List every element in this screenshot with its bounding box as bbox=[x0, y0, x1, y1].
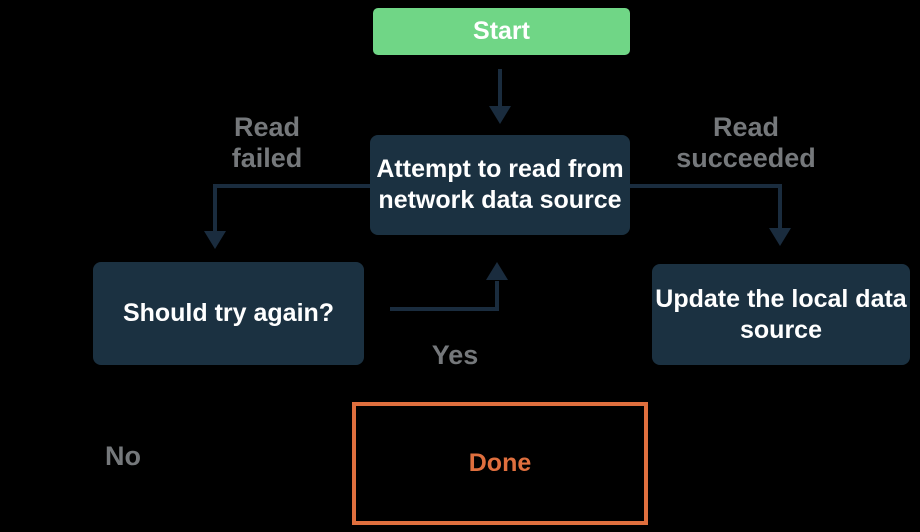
edge-label-no: No bbox=[105, 441, 141, 471]
node-done-label: Done bbox=[468, 449, 532, 477]
arrow-attempt-to-update-head bbox=[769, 228, 791, 246]
edge-label-read-failed: Read failed bbox=[187, 112, 347, 174]
arrow-attempt-to-should-head bbox=[204, 231, 226, 249]
node-update-local-data: Update the local data source bbox=[652, 264, 910, 365]
node-done: Done bbox=[352, 402, 648, 525]
node-should-try-again: Should try again? bbox=[93, 262, 364, 365]
arrow-attempt-to-should bbox=[204, 184, 370, 249]
node-start-label: Start bbox=[473, 17, 530, 45]
arrow-attempt-to-should-line bbox=[213, 184, 370, 232]
edge-label-read-failed-line1: Read bbox=[233, 112, 301, 142]
node-update-local-data-line1: Update the local data bbox=[655, 284, 907, 313]
edge-label-read-succeeded-line1: Read bbox=[712, 112, 780, 142]
node-attempt-read: Attempt to read from network data source bbox=[370, 135, 630, 235]
node-attempt-read-line1: Attempt to read from bbox=[376, 155, 624, 183]
arrow-start-to-attempt bbox=[489, 69, 511, 124]
node-start: Start bbox=[373, 8, 630, 55]
edge-label-read-failed-line2: failed bbox=[231, 143, 303, 173]
node-should-try-again-label: Should try again? bbox=[122, 299, 335, 327]
arrow-should-to-attempt-yes-head bbox=[486, 262, 508, 280]
arrow-attempt-to-update bbox=[630, 184, 791, 246]
arrow-should-to-attempt-yes bbox=[390, 262, 508, 311]
edge-label-read-succeeded-line2: succeeded bbox=[676, 143, 816, 173]
arrow-start-to-attempt-head bbox=[489, 106, 511, 124]
node-update-local-data-line2: source bbox=[740, 315, 822, 344]
edge-label-read-succeeded: Read succeeded bbox=[656, 112, 836, 174]
arrow-attempt-to-update-line bbox=[630, 184, 782, 229]
arrow-should-to-attempt-yes-line bbox=[390, 281, 499, 311]
node-attempt-read-line2: network data source bbox=[378, 186, 622, 214]
edge-label-yes: Yes bbox=[431, 340, 479, 370]
